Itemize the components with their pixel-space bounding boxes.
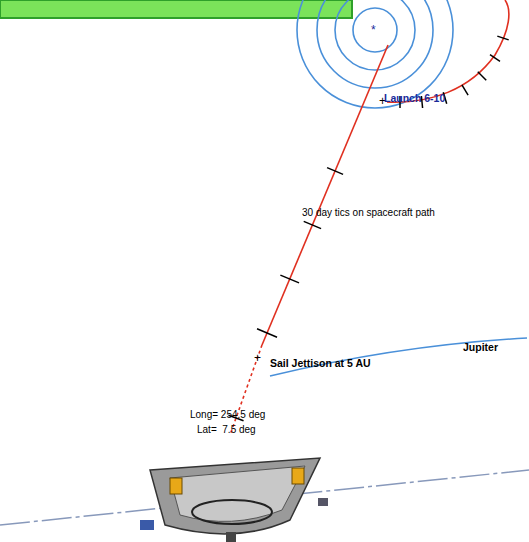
annotation-label: Lat= 7.5 deg (197, 424, 256, 436)
annotation-label: Long= 254.5 deg (190, 409, 265, 421)
annotation-label: 30 day tics on spacecraft path (302, 207, 435, 219)
time-tics (228, 36, 508, 421)
spacecraft-path (230, 0, 509, 435)
sun-star: * (371, 23, 376, 37)
orbits (270, 0, 527, 376)
jettison-mark: + (254, 351, 261, 365)
sail-spacecraft (0, 458, 529, 542)
annotation-label: Launch 6-10 (384, 92, 445, 104)
annotation-label: Jupiter (463, 341, 498, 353)
annotation-label: Sail Jettison at 5 AU (270, 357, 371, 369)
